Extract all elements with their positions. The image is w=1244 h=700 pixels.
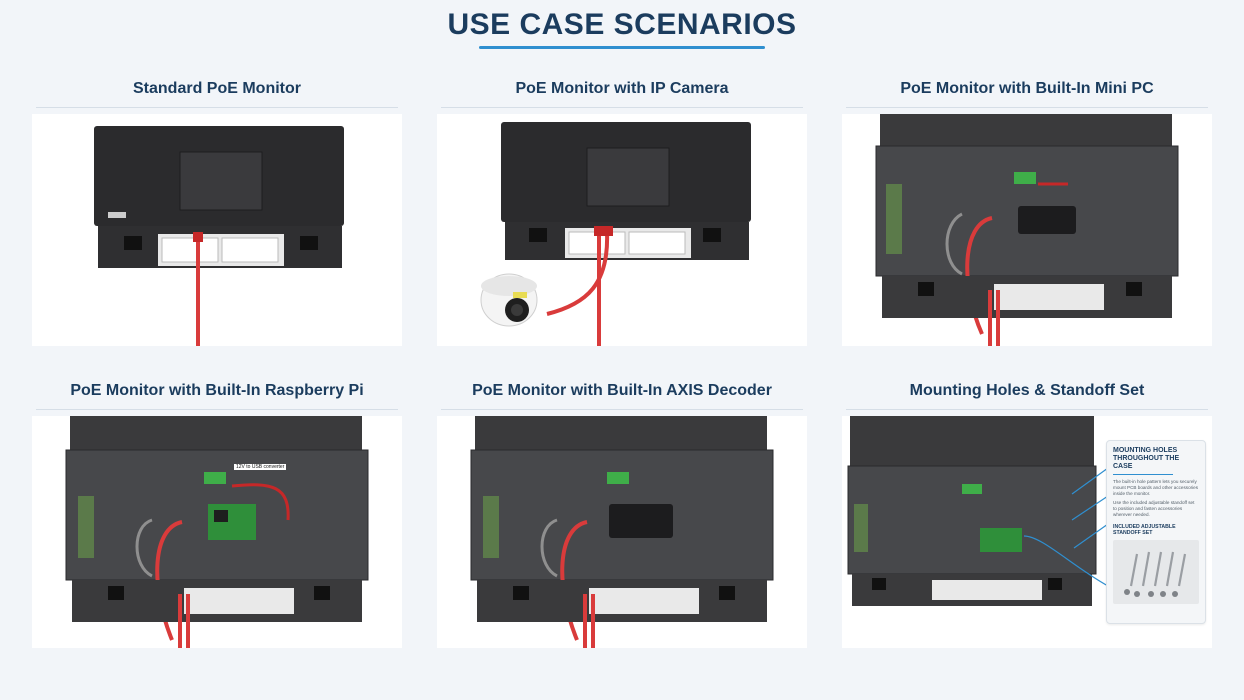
mounting-holes-illustration (847, 416, 1109, 606)
mini-pc-illustration (875, 114, 1179, 346)
card-divider (846, 107, 1208, 108)
raspberry-pi-illustration (65, 416, 369, 648)
mounting-info-heading: MOUNTING HOLES THROUGHOUT THE CASE (1113, 447, 1180, 470)
monitor-back-illustration (94, 126, 344, 346)
converter-label: 12V to USB converter (234, 464, 287, 470)
card-photo: 12V to USB converter (32, 416, 402, 648)
monitor-camera-illustration (480, 122, 751, 346)
card-photo (437, 114, 807, 346)
card-divider (36, 409, 398, 410)
card-title: Mounting Holes & Standoff Set (909, 382, 1145, 399)
card-photo (437, 416, 807, 648)
card-mounting-holes-standoff: Mounting Holes & Standoff Set MOUNTING H… (842, 373, 1212, 648)
card-title: Standard PoE Monitor (133, 80, 301, 97)
card-poe-monitor-mini-pc: PoE Monitor with Built-In Mini PC (842, 71, 1212, 346)
card-divider (441, 409, 803, 410)
card-divider (846, 409, 1208, 410)
card-photo (842, 114, 1212, 346)
mounting-info-panel: MOUNTING HOLES THROUGHOUT THE CASE The b… (1106, 440, 1206, 624)
title-underline (479, 46, 765, 49)
card-divider (441, 107, 803, 108)
card-title: PoE Monitor with IP Camera (515, 80, 729, 97)
card-standard-poe-monitor: Standard PoE Monitor (32, 71, 402, 346)
standoff-set-photo (1113, 540, 1199, 604)
axis-decoder-illustration (470, 416, 774, 648)
standoff-set-heading: INCLUDED ADJUSTABLE STANDOFF SET (1113, 524, 1176, 536)
mounting-info-text-1: The built-in hole pattern lets you secur… (1113, 479, 1199, 496)
card-poe-monitor-ip-camera: PoE Monitor with IP Camera (437, 71, 807, 346)
mounting-info-divider (1113, 474, 1173, 475)
card-photo (32, 114, 402, 346)
card-divider (36, 107, 398, 108)
card-poe-monitor-axis-decoder: PoE Monitor with Built-In AXIS Decoder (437, 373, 807, 648)
card-poe-monitor-raspberry-pi: PoE Monitor with Built-In Raspberry Pi 1… (32, 373, 402, 648)
card-title: PoE Monitor with Built-In Mini PC (900, 80, 1154, 97)
card-photo: MOUNTING HOLES THROUGHOUT THE CASE The b… (842, 416, 1212, 648)
card-title: PoE Monitor with Built-In Raspberry Pi (70, 382, 364, 399)
standoff-set-illustration (1124, 551, 1187, 597)
page-title: USE CASE SCENARIOS (447, 8, 797, 41)
card-title: PoE Monitor with Built-In AXIS Decoder (472, 382, 772, 399)
mounting-info-text-2: Use the included adjustable standoff set… (1113, 500, 1195, 517)
